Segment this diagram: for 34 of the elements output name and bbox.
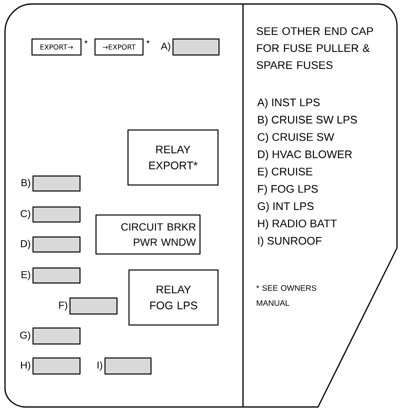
fuse — [172, 38, 220, 56]
footnote-text: * SEE OWNERS MANUAL — [256, 285, 316, 306]
fuse — [32, 268, 80, 284]
legend-entry: F) FOG LPS — [258, 184, 318, 195]
relay-box: RELAY FOG LPS — [128, 270, 218, 326]
legend-entry: H) RADIO BATT — [258, 219, 337, 230]
fuse-letter: G) — [20, 331, 30, 341]
fuse-letter: C) — [20, 210, 30, 220]
legend-entry: C) CRUISE SW — [258, 132, 334, 144]
footnote-mark: * — [146, 40, 150, 44]
fuse — [32, 206, 80, 222]
legend-entry: B) CRUISE SW LPS — [258, 116, 357, 126]
legend-entry: E) CRUISE — [258, 167, 312, 178]
relay-box: RELAY EXPORT* — [128, 130, 218, 186]
fuse-letter: A) — [160, 42, 170, 52]
footnote-mark: * — [84, 40, 88, 44]
legend-entry: A) INST LPS — [257, 98, 320, 108]
fuse — [32, 358, 80, 374]
legend-entry: D) HVAC BLOWER — [258, 150, 352, 160]
legend-entry: I) SUNROOF — [258, 236, 322, 247]
fuse — [104, 358, 152, 374]
fuse — [32, 176, 80, 192]
fuse-letter: B) — [22, 178, 30, 188]
fuse-letter: F) — [59, 301, 68, 311]
fuse-letter: H) — [21, 361, 30, 371]
fuse-letter: I) — [98, 361, 102, 371]
fuse-letter: D) — [21, 240, 30, 250]
legend-entry: G) INT LPS — [258, 202, 314, 212]
circuit-breaker-box: CIRCUIT BRKR PWR WNDW — [96, 214, 200, 254]
note-text: SEE OTHER END CAP FOR FUSE PULLER & SPARE FUSES — [256, 27, 373, 69]
fuse-letter: E) — [22, 270, 30, 280]
fuse — [32, 236, 80, 252]
fuse — [32, 328, 80, 344]
fuse — [70, 298, 118, 314]
